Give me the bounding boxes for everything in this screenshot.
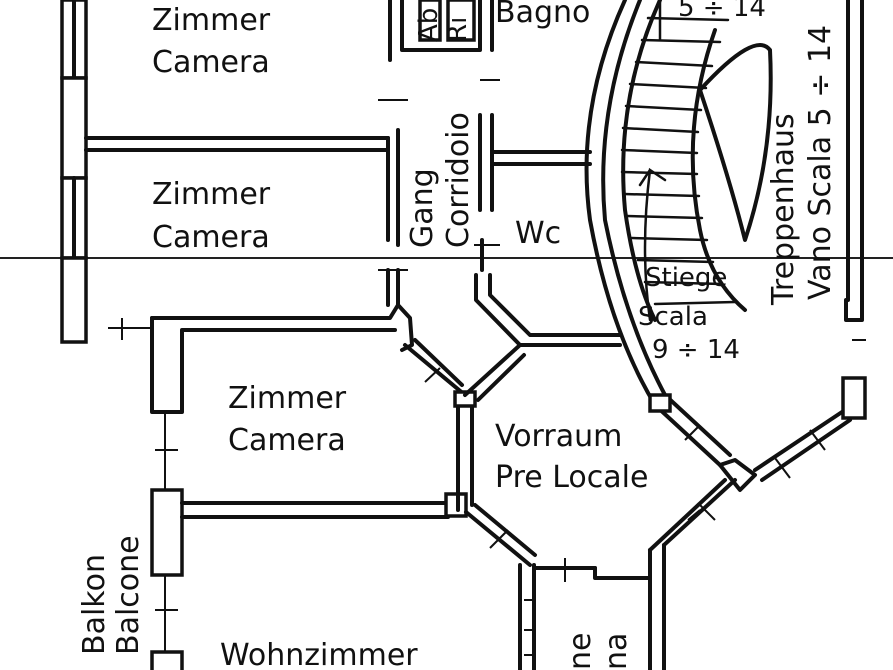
label-room-middle: Zimmer Camera [152,177,271,255]
room-middle-line1: Zimmer [152,177,271,212]
stairwell-curved-wall [584,0,867,492]
stair-treads [620,16,737,306]
room-lower-line1: Zimmer [228,381,347,416]
corridor-line2: Corridoio [441,112,476,248]
entrance-line1: Vorraum [495,419,622,454]
left-outer-wall [60,0,88,344]
label-room-lower: Zimmer Camera [228,381,347,458]
label-room-top: Zimmer Camera [152,3,271,80]
lower-room-wall [180,492,468,519]
stairwell-line2: Vano Scala 5 ÷ 14 [803,25,838,300]
label-corridor: Gang Corridoio [405,112,476,248]
corridor-line1: Gang [405,168,440,248]
stairs-line3: 9 ÷ 14 [652,335,740,365]
room-middle-line2: Camera [152,220,270,255]
right-outer-wall [846,0,864,302]
entrance-hall-walls [403,338,737,670]
storage-line1: Ab [414,8,444,42]
upper-room-walls [84,99,408,307]
balcony-line2: Balcone [111,535,146,655]
room-top-line1: Zimmer [152,3,271,38]
room-top-line2: Camera [152,45,270,80]
label-kitchen-partial: ne na [563,633,634,670]
label-entrance: Vorraum Pre Locale [495,419,648,495]
label-bath: Bagno [495,0,590,30]
kitchen-line1: ne [563,633,598,670]
stairs-line1: Stiege [645,263,727,293]
staircase [620,0,773,322]
label-wc: Wc [515,216,561,251]
label-stairwell: Treppenhaus Vano Scala 5 ÷ 14 [766,25,838,306]
corridor-walls [388,0,500,272]
stairs-top: 5 ÷ 14 [678,0,766,23]
entrance-line2: Pre Locale [495,460,648,495]
balcony-side-wall [108,303,414,670]
label-balcony: Balkon Balcone [77,535,146,655]
kitchen-line2: na [599,633,634,670]
room-lower-line2: Camera [228,423,346,458]
label-living-room: Wohnzimmer [220,638,418,670]
balcony-line1: Balkon [77,554,112,655]
wc-walls [474,150,622,347]
label-stairs: Stiege Scala 9 ÷ 14 5 ÷ 14 [638,0,766,365]
label-storage: Ab Ri [414,8,473,42]
storage-line2: Ri [443,17,473,42]
stairwell-line1: Treppenhaus [766,113,801,306]
stairs-line2: Scala [638,302,708,332]
